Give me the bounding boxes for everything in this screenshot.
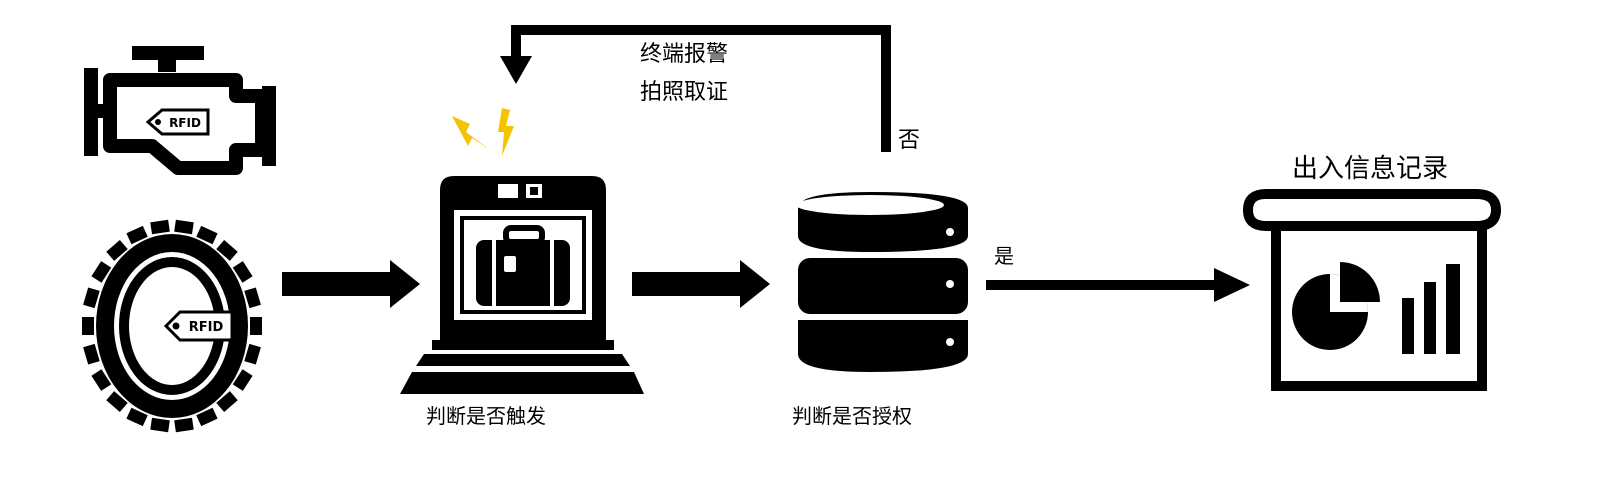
feedback-arrow-no xyxy=(500,25,891,152)
engine-icon xyxy=(84,46,276,175)
tire-tread-block xyxy=(174,219,194,235)
tire-rfid-tag: RFID xyxy=(163,310,234,342)
alarm-label-line1: 终端报警 xyxy=(640,42,729,67)
tire-tread-block xyxy=(91,261,112,283)
tire-tread-block xyxy=(106,391,128,413)
arrow-to-database xyxy=(632,260,770,308)
arrow-to-scanner xyxy=(282,260,420,308)
tire-tread-block xyxy=(83,287,100,309)
tire-rfid-text: RFID xyxy=(189,320,224,335)
bar-chart-icon xyxy=(1402,264,1460,354)
tire-tread-block xyxy=(250,317,262,335)
tire-tread-block xyxy=(106,239,128,261)
no-label: 否 xyxy=(898,128,921,153)
judge-trigger-label: 判断是否触发 xyxy=(426,404,546,428)
tire-tread-block xyxy=(216,391,238,413)
record-label: 出入信息记录 xyxy=(1292,154,1449,184)
arrow-to-record xyxy=(986,268,1250,302)
tire-tread-block xyxy=(196,407,218,427)
engine-rfid-text: RFID xyxy=(169,116,201,130)
tire-tread-block xyxy=(216,239,238,261)
tire-tread-block xyxy=(174,417,194,433)
engine-rfid-tag: RFID xyxy=(145,108,210,136)
record-board-icon xyxy=(1242,189,1502,391)
tire-tread-block xyxy=(244,287,261,309)
tire-tread-block xyxy=(150,219,170,235)
tire-tread-block xyxy=(196,225,218,245)
security-scanner-icon xyxy=(400,176,644,394)
tire-tread-block xyxy=(150,417,170,433)
tire-tread-block xyxy=(126,407,148,427)
yes-label: 是 xyxy=(994,244,1014,268)
tire-tread-block xyxy=(244,343,261,365)
alarm-label-line2: 拍照取证 xyxy=(640,80,729,105)
pie-chart-icon xyxy=(1292,262,1380,350)
tire-tread-block xyxy=(232,369,253,391)
database-icon xyxy=(796,192,968,372)
spark-icon xyxy=(452,108,514,156)
tire-tread-block xyxy=(82,317,94,335)
judge-auth-label: 判断是否授权 xyxy=(792,404,912,428)
tire-tread-block xyxy=(232,261,253,283)
tire-tread-block xyxy=(83,343,100,365)
tire-tread-block xyxy=(126,225,148,245)
tire-tread-block xyxy=(91,369,112,391)
